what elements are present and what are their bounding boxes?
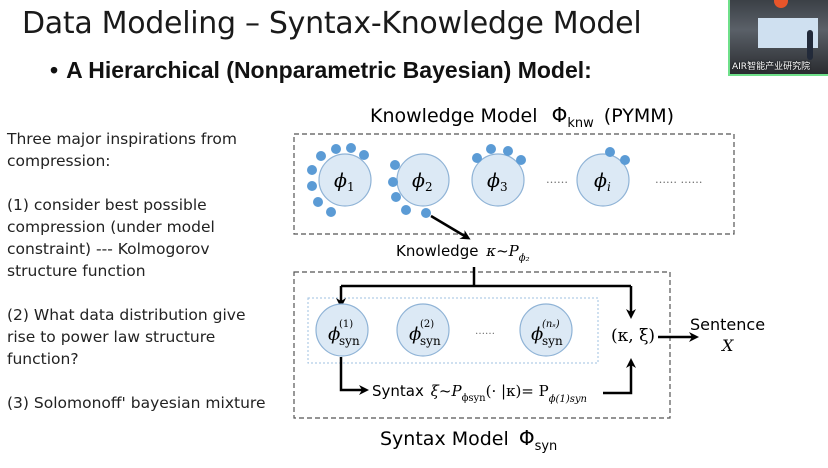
knowledge-model-box [293, 133, 735, 235]
inspirations-intro: Three major inspirations from compressio… [7, 130, 237, 170]
slide-title: Data Modeling – Syntax-Knowledge Model [22, 6, 642, 41]
webcam-caption: AIR智能产业研究院 [732, 62, 811, 72]
component-label: ϕ [328, 324, 340, 345]
sentence-label: Sentence [690, 315, 765, 334]
cluster-label: ϕi [594, 170, 611, 194]
syntax-sample-arrows [339, 357, 636, 395]
cluster-label: ϕ2 [412, 170, 433, 194]
knowledge-cluster-1: ϕ1 [307, 143, 372, 217]
sentence-variable: X [720, 336, 734, 355]
component-sup: (2) [420, 319, 434, 330]
bullet-marker: • [50, 57, 59, 83]
syntax-components-box [307, 297, 599, 364]
component-sup: (1) [339, 319, 353, 330]
component-sub: syn [420, 334, 441, 348]
ellipsis: …… …… [655, 173, 703, 186]
syntax-model-box [293, 271, 671, 419]
cluster-points [307, 143, 369, 217]
sample-knowledge-arrow [430, 214, 471, 240]
inspiration-point: (2) What data distribution give rise to … [7, 306, 246, 368]
syntax-component-2: ϕ (2) syn [396, 303, 450, 357]
cluster-points [472, 144, 526, 165]
ellipsis: …… [546, 173, 568, 186]
component-label: ϕ [409, 324, 421, 345]
webcam-speaker [807, 30, 813, 60]
cluster-points [388, 160, 431, 218]
component-sub: syn [542, 334, 563, 348]
syntax-component-ns: ϕ (nₛ) syn [519, 303, 573, 357]
component-sub: syn [339, 334, 360, 348]
inspiration-point: (1) consider best possible compression (… [7, 196, 215, 280]
syntax-component-1: ϕ (1) syn [315, 303, 369, 357]
knowledge-model-title: Knowledge Model Φknw (PYMM) [370, 103, 674, 132]
ellipsis: …… [475, 326, 495, 337]
slide-bullet: • A Hierarchical (Nonparametric Bayesian)… [50, 57, 592, 84]
knowledge-syntax-pair: (κ, ξ) [611, 326, 655, 346]
cluster-points [605, 147, 630, 165]
webcam-overlay: AIR智能产业研究院 [728, 0, 828, 76]
component-sup: (nₛ) [542, 319, 560, 330]
knowledge-cluster-3: ϕ3 [471, 144, 526, 207]
component-label: ϕ [531, 324, 543, 345]
webcam-lamp [774, 0, 788, 8]
knowledge-split-arrows [336, 267, 636, 319]
bullet-text: A Hierarchical (Nonparametric Bayesian) … [66, 57, 592, 83]
cluster-label: ϕ1 [334, 170, 355, 194]
cluster-label: ϕ3 [487, 170, 508, 194]
syntax-model-title: Syntax Model Φsyn [380, 426, 557, 454]
knowledge-sample-label: Knowledge κ~Pϕ₂ [396, 242, 530, 264]
syntax-sample-label: Syntax ξ~Pϕsyn(· |κ)= Pϕ(1)syn [372, 382, 587, 405]
knowledge-cluster-2: ϕ2 [388, 153, 450, 218]
inspiration-point: (3) Solomonoff' bayesian mixture [7, 394, 266, 412]
inspirations-text: Three major inspirations from compressio… [7, 128, 277, 436]
knowledge-cluster-i: ϕi [576, 147, 630, 207]
